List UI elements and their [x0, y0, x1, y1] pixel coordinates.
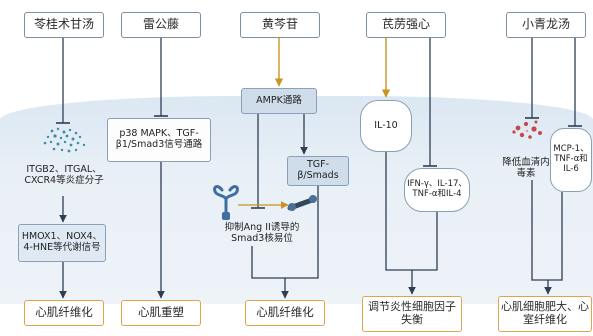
col1-genes-label: ITGB2、ITGAL、CXCR4等炎症分子 — [24, 164, 104, 187]
col3-header: 黄芩苷 — [240, 12, 320, 38]
col3-wires — [238, 38, 319, 299]
col1-metabolic-node: HMOX1、NOX4、4-HNE等代谢信号 — [18, 224, 106, 262]
col1-wires — [56, 38, 70, 299]
inflammatory-particles-icon — [43, 127, 86, 153]
col2-pathway-node: p38 MAPK、TGF-β1/Smad3信号通路 — [107, 118, 211, 162]
col4-footer: 调节炎性细胞因子失衡 — [362, 296, 462, 332]
col4-wires — [381, 38, 438, 295]
endotoxin-icon — [512, 120, 542, 139]
col5-toxin-label: 降低血清内毒素 — [502, 157, 550, 180]
col2-header: 雷公藤 — [121, 12, 201, 38]
col3-ampk-node: AMPK通路 — [241, 88, 317, 114]
col1-header: 苓桂术甘汤 — [24, 12, 104, 38]
col1-footer: 心肌纤维化 — [24, 300, 104, 326]
col3-inhibit-label: 抑制Ang II诱导的Smad3核易位 — [224, 222, 300, 245]
col5-wires — [525, 38, 582, 295]
col4-header: 芪苈强心 — [366, 12, 446, 38]
col2-footer: 心肌重塑 — [121, 300, 201, 326]
col3-tgf-node: TGF-β/Smads — [287, 156, 349, 186]
col4-il10-node: IL-10 — [360, 100, 412, 152]
col5-mcp-node: MCP-1、TNF-α和IL-6 — [550, 128, 592, 192]
col5-header: 小青龙汤 — [506, 12, 586, 38]
col4-cytokines-node: IFN-γ、IL-17、TNF-α和IL-4 — [404, 168, 470, 212]
col3-footer: 心肌纤维化 — [245, 300, 325, 326]
col5-footer: 心肌细胞肥大、心室纤维化 — [498, 296, 592, 332]
cell-membrane-band — [0, 96, 593, 304]
col2-wires — [154, 38, 168, 299]
receptor-ligand-icon — [213, 185, 317, 220]
